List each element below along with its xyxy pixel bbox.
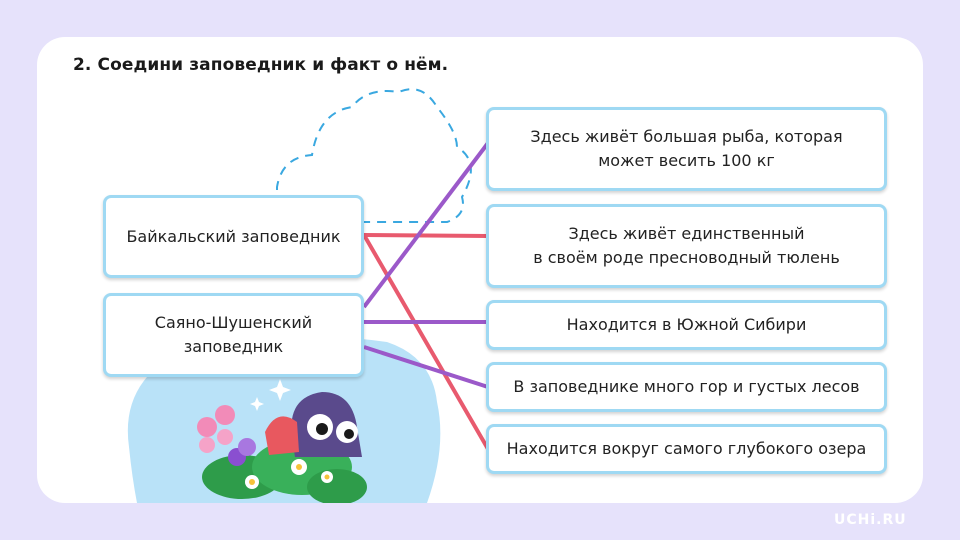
left-item-label: Байкальский заповедник <box>126 226 341 246</box>
purple-butterfly-icon <box>228 438 256 466</box>
line-sayan-to-fact-4 <box>363 345 489 389</box>
pink-butterfly-icon <box>197 405 235 453</box>
right-item-fact-4[interactable]: В заповеднике много гор и густых лесов <box>486 362 887 412</box>
owl-mascot-illustration <box>265 392 362 457</box>
sparkle-icon <box>250 379 291 411</box>
decor-layer <box>127 88 472 503</box>
line-baikal-to-fact-2 <box>363 233 489 238</box>
right-item-label: Находится вокруг самого глубокого озера <box>506 439 867 458</box>
right-item-fact-1[interactable]: Здесь живёт большая рыба, которая может … <box>486 107 887 191</box>
dashed-cloud-outline <box>276 88 472 223</box>
left-item-label: Саяно-Шушенский заповедник <box>154 313 313 356</box>
connection-lines <box>362 141 490 451</box>
right-item-label: Здесь живёт большая рыба, которая может … <box>530 127 843 170</box>
right-item-label: В заповеднике много гор и густых лесов <box>513 377 860 396</box>
left-item-sayano-shushensky[interactable]: Саяно-Шушенский заповедник <box>103 293 364 377</box>
line-sayan-to-fact-1 <box>362 141 490 309</box>
brand-watermark: UCHi.RU <box>834 512 907 528</box>
task-card: 2. Соедини заповедник и факт о нём. <box>37 37 923 503</box>
right-item-label: Здесь живёт единственный в своём роде пр… <box>533 224 840 267</box>
right-item-fact-2[interactable]: Здесь живёт единственный в своём роде пр… <box>486 204 887 288</box>
left-item-baikal[interactable]: Байкальский заповедник <box>103 195 364 278</box>
task-title: 2. Соедини заповедник и факт о нём. <box>73 55 449 75</box>
right-item-label: Находится в Южной Сибири <box>566 315 807 334</box>
right-item-fact-3[interactable]: Находится в Южной Сибири <box>486 300 887 350</box>
line-baikal-to-fact-5 <box>362 233 490 451</box>
right-item-fact-5[interactable]: Находится вокруг самого глубокого озера <box>486 424 887 474</box>
